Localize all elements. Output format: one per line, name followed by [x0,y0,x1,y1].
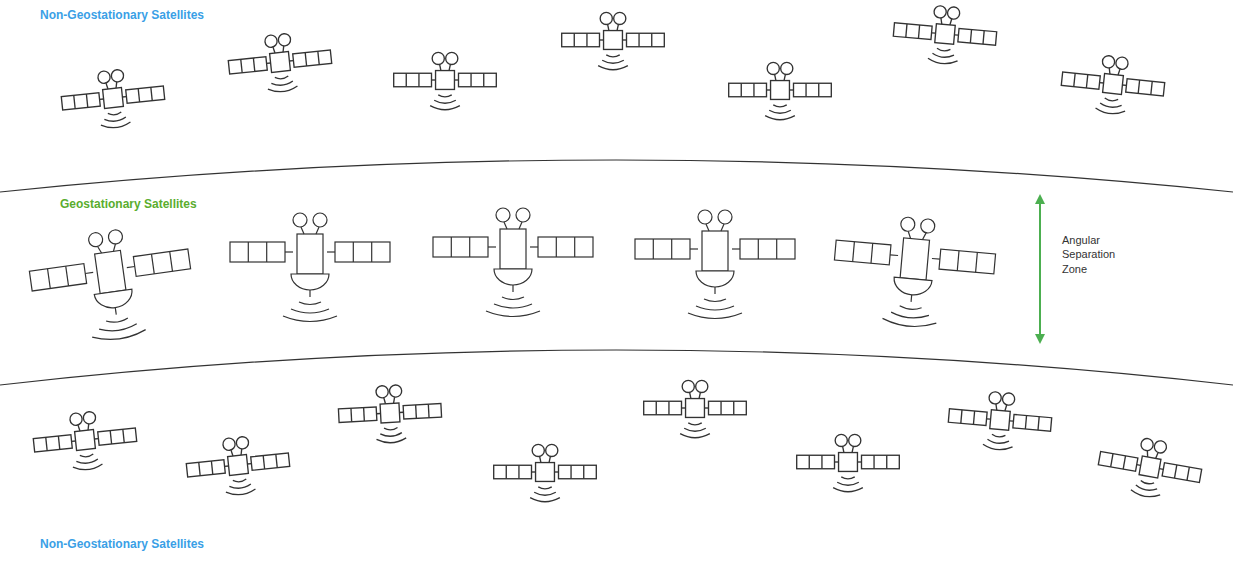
band-title: Geostationary Satellites [60,197,197,211]
non-geo-satellites [31,2,1205,505]
region-label: Non-Geostationary Satellites [40,8,204,22]
separation-arrow [1035,194,1045,344]
region-label: Non-Geostationary Satellites [40,537,204,551]
orbit-band: Geostationary SatellitesAngular Separati… [0,160,1233,350]
zone-label: Angular Separation Zone [1062,233,1132,276]
text-holder: Non-Geostationary Satellites [40,537,204,551]
orbit-boundary [0,350,1233,385]
geo-satellites [25,208,998,350]
text-holder: Non-Geostationary Satellites [40,8,204,22]
text-holder: Geostationary Satellites [60,197,197,211]
orbit-boundary [0,160,1233,192]
text-holder: Angular Separation Zone [1062,233,1132,276]
